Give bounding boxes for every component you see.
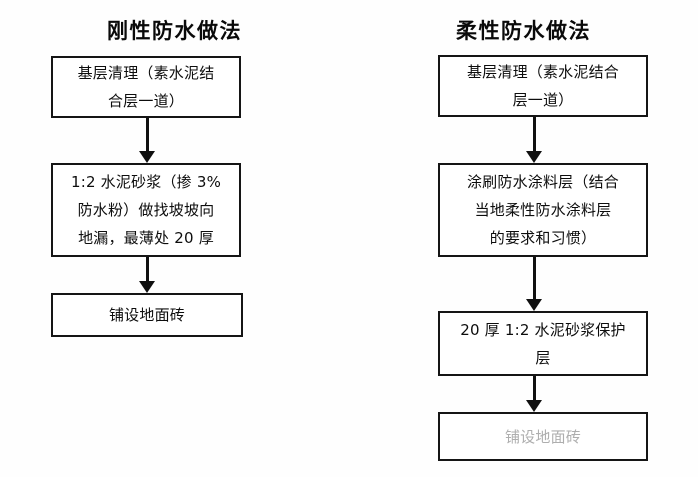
node-flex-floor-tile[interactable]: 铺设地面砖 xyxy=(438,412,648,461)
node-label: 涂刷防水涂料层（结合 当地柔性防水涂料层 的要求和习惯） xyxy=(466,173,619,247)
arrow-shaft xyxy=(145,257,149,282)
arrow-flex-2 xyxy=(525,257,543,311)
node-rigid-cement-mortar[interactable]: 1:2 水泥砂浆（掺 3% 防水粉）做找坡坡向 地漏，最薄处 20 厚 xyxy=(51,163,241,257)
arrow-shaft xyxy=(532,376,536,401)
arrow-head-icon xyxy=(526,299,542,311)
node-label: 1:2 水泥砂浆（掺 3% 防水粉）做找坡坡向 地漏，最薄处 20 厚 xyxy=(70,173,222,247)
arrow-shaft xyxy=(145,118,149,152)
node-rigid-base-cleaning[interactable]: 基层清理（素水泥结 合层一道） xyxy=(51,56,241,118)
flow-column-flexible: 柔性防水做法 基层清理（素水泥结合 层一道） 涂刷防水涂料层（结合 当地柔性防水… xyxy=(349,0,698,477)
node-flex-protection-layer[interactable]: 20 厚 1:2 水泥砂浆保护 层 xyxy=(438,311,648,376)
node-label: 铺设地面砖 xyxy=(108,306,185,324)
arrow-shaft xyxy=(532,257,536,300)
arrow-head-icon xyxy=(139,151,155,163)
node-rigid-floor-tile[interactable]: 铺设地面砖 xyxy=(51,293,243,337)
node-flex-base-cleaning[interactable]: 基层清理（素水泥结合 层一道） xyxy=(438,55,648,117)
column-title-rigid: 刚性防水做法 xyxy=(107,19,242,43)
node-label: 20 厚 1:2 水泥砂浆保护 层 xyxy=(460,320,626,367)
node-label: 铺设地面砖 xyxy=(504,427,581,446)
arrow-head-icon xyxy=(526,400,542,412)
arrow-flex-1 xyxy=(525,117,543,163)
column-title-flexible: 柔性防水做法 xyxy=(456,19,591,43)
arrow-flex-3 xyxy=(525,376,543,412)
arrow-shaft xyxy=(532,117,536,152)
arrow-rigid-1 xyxy=(138,118,156,163)
arrow-head-icon xyxy=(139,281,155,293)
arrow-head-icon xyxy=(526,151,542,163)
node-label: 基层清理（素水泥结 合层一道） xyxy=(77,64,215,110)
flow-column-rigid: 刚性防水做法 基层清理（素水泥结 合层一道） 1:2 水泥砂浆（掺 3% 防水粉… xyxy=(51,19,243,337)
node-flex-waterproof-coating[interactable]: 涂刷防水涂料层（结合 当地柔性防水涂料层 的要求和习惯） xyxy=(438,163,648,257)
node-label: 基层清理（素水泥结合 层一道） xyxy=(466,63,619,109)
arrow-rigid-2 xyxy=(138,257,156,293)
